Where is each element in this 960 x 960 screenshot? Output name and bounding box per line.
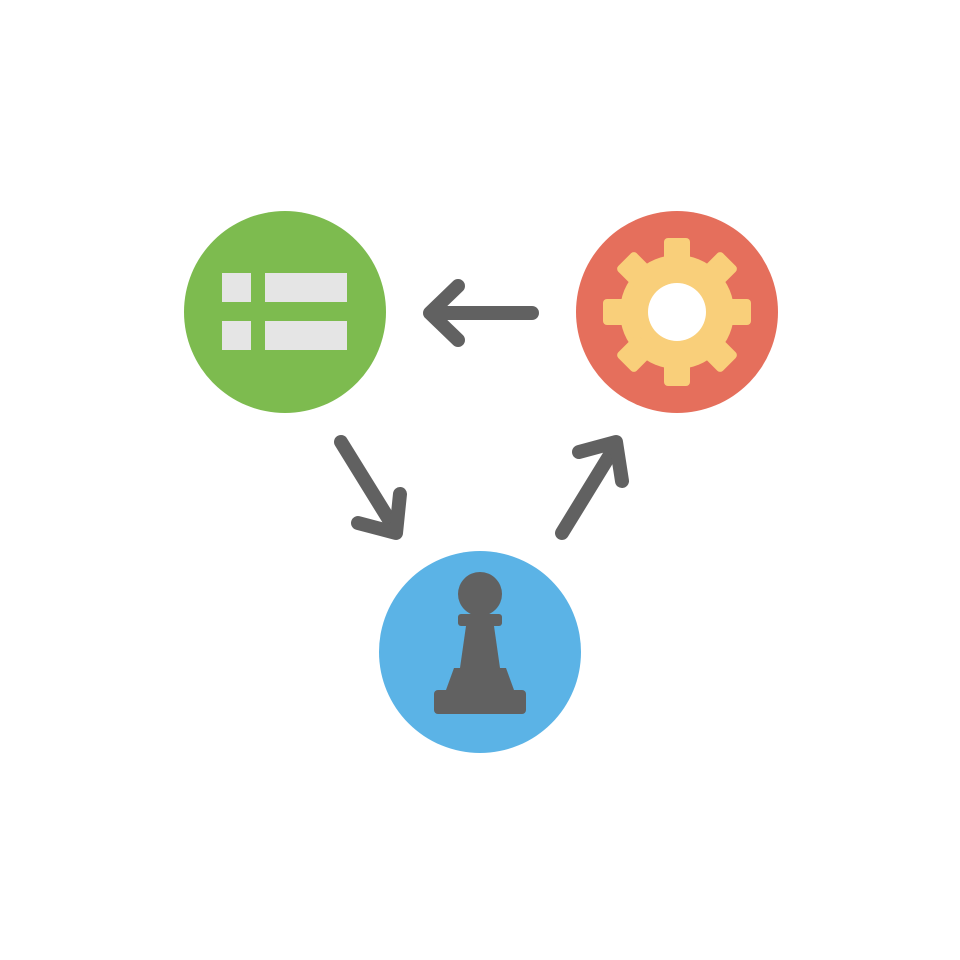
strategy-node — [379, 551, 581, 753]
list-icon — [222, 273, 347, 350]
gear-icon — [603, 238, 751, 386]
arrow-settings-to-list — [423, 279, 539, 347]
list-node-circle — [184, 211, 386, 413]
arrow-strategy-to-settings — [555, 435, 629, 540]
arrows — [334, 279, 629, 540]
settings-node — [576, 211, 778, 413]
chess-pawn-icon — [434, 572, 526, 714]
gear-hole — [648, 283, 706, 341]
list-node — [184, 211, 386, 413]
arrow-list-to-strategy — [334, 435, 407, 540]
